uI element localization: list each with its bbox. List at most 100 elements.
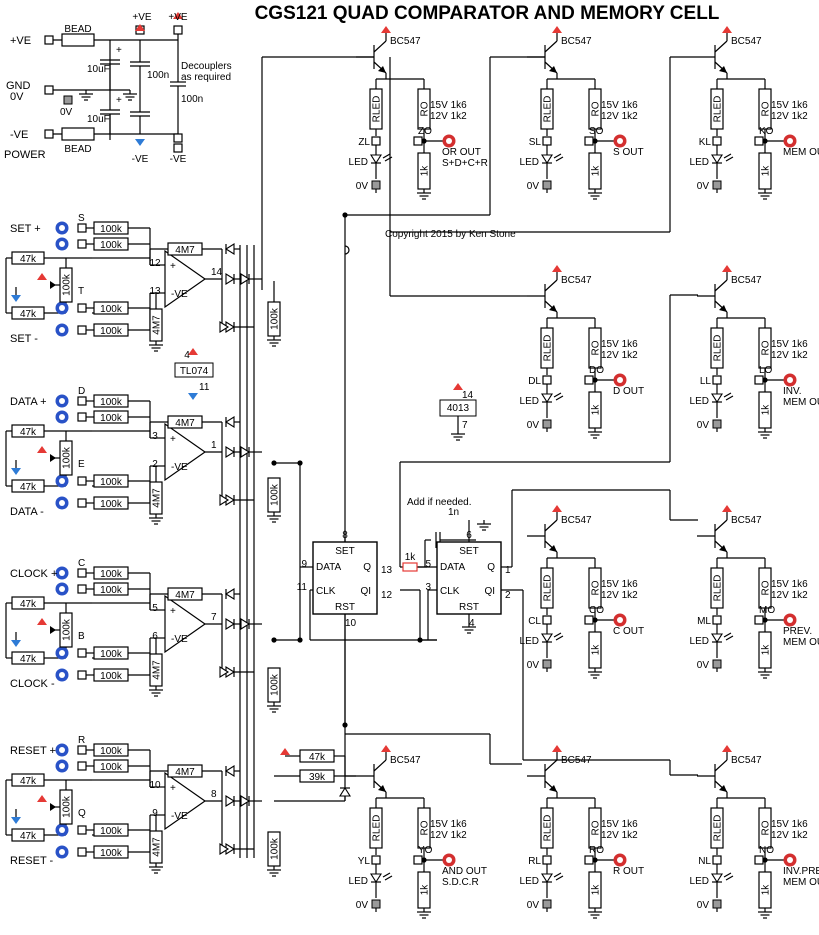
resistor-label: 100k [100,848,123,859]
resistor [93,646,129,660]
diode-icon [224,243,235,255]
resistor [93,668,129,682]
resistor [93,759,129,773]
test-pad [77,584,87,594]
resistor-label: 4M7 [152,315,163,335]
ic-label-box [439,399,477,417]
wire-crossover [344,245,350,255]
resistor [11,596,45,610]
pin-label: 5 [425,559,431,570]
resistor-label: 100k [270,837,281,860]
output-desc: S+D+C+R [442,158,488,169]
resistor [93,582,129,596]
output-pad-label: CO [589,605,604,616]
transistor-icon [719,785,727,792]
output-desc: MEM OUT [783,637,819,648]
input-label: RESET - [10,855,54,867]
pin-label: 14 [462,390,474,401]
gnd-label: GND [6,80,31,92]
diode-icon [219,666,230,678]
ic-label: 4013 [447,403,470,414]
zero-v-label: 0V [697,660,710,671]
resistor [588,807,602,849]
resistor-label: RO [420,101,431,116]
ro-value: 12V 1k2 [601,830,638,841]
led-pad-label: YL [358,856,371,867]
output-desc: R OUT [613,866,644,877]
ground-pad [712,419,722,429]
ff-pin-name: DATA [316,562,342,573]
pin-label: 2 [152,459,158,470]
plus-mark: + [170,434,176,445]
resistor [417,871,431,909]
test-pad [754,615,764,625]
transistor-label: BC547 [561,755,592,766]
positive-rail-icon [173,12,183,19]
nve-label: -VE [10,129,28,141]
resistor-label: 100k [100,326,123,337]
resistor-label: 100k [100,304,123,315]
resistor [59,612,73,648]
positive-rail-icon [722,745,732,752]
pin-label: 1 [211,440,217,451]
resistor [93,496,129,510]
resistor-label: 100k [270,307,281,330]
test-pad [77,498,87,508]
op-amp-icon [164,249,207,309]
test-pad [371,855,381,865]
positive-rail-icon [37,795,47,802]
op-amp-icon [164,594,207,654]
output-desc: S OUT [613,147,644,158]
positive-rail-icon [381,26,391,33]
bead-label: BEAD [64,24,91,35]
resistor-label: RLED [372,96,383,123]
led-label: LED [520,636,539,647]
test-point-label: T [78,286,84,297]
transistor-icon [549,305,557,312]
test-pad [77,476,87,486]
flip-flop-ic [312,541,378,615]
led-pad-label: ZL [358,137,370,148]
test-pad [712,375,722,385]
plus-mark: + [170,783,176,794]
resistor-label: 100k [100,671,123,682]
test-pad [413,855,423,865]
resistor [540,88,554,130]
resistor [588,152,602,190]
resistor [758,327,772,369]
diode-icon [240,273,251,285]
resistor [149,830,163,864]
test-pad [584,615,594,625]
plus-mark: + [170,261,176,272]
test-pad [77,825,87,835]
resistor-label: RLED [372,815,383,842]
resistor [267,301,281,337]
zero-v-label: 0V [527,900,540,911]
resistor-label: 100k [100,224,123,235]
pin-label: 8 [211,789,217,800]
resistor-label: 39k [309,772,326,783]
resistor [11,479,45,493]
transistor-label: BC547 [731,515,762,526]
positive-rail-icon [37,273,47,280]
resistor-label: 47k [20,599,37,610]
input-label: CLOCK - [10,678,55,690]
resistor-label: 47k [20,309,37,320]
test-point-label: D [78,386,85,397]
led-pad-label: ML [697,616,711,627]
resistor-label: 47k [20,482,37,493]
pin-label: 5 [152,603,158,614]
zero-v-label: 0V [697,420,710,431]
pve-top: +VE [168,12,188,23]
test-pad [712,615,722,625]
output-pad-label: DO [589,365,604,376]
ro-value: 12V 1k2 [430,111,467,122]
ff-pin-name: QI [360,586,371,597]
resistor [369,88,383,130]
pin-label: 2 [505,590,511,601]
led-icon [711,633,723,644]
test-pad [44,129,54,139]
test-pad [584,136,594,146]
test-pad [77,412,87,422]
resistor [59,267,73,303]
